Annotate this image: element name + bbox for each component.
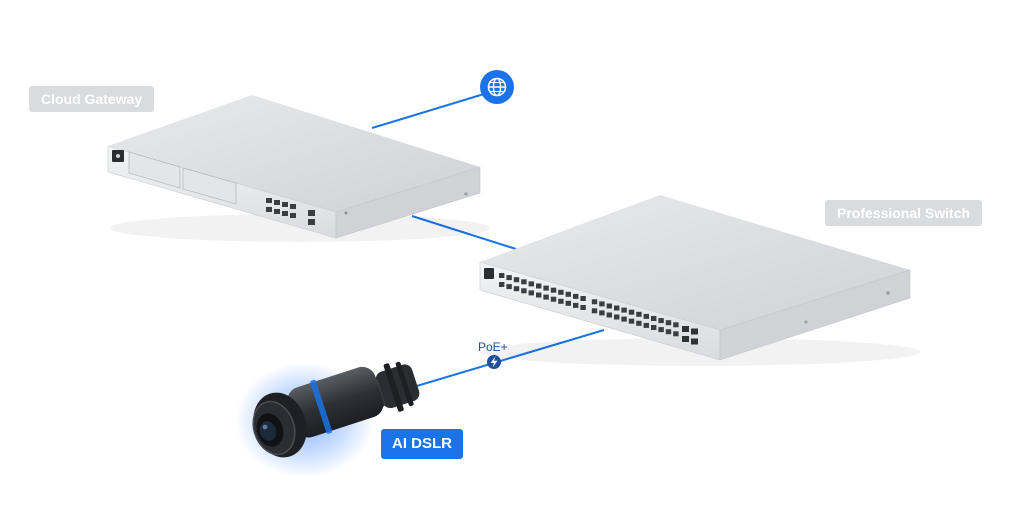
switch-port [621, 316, 627, 322]
switch-port [658, 318, 664, 324]
gateway-to-switch-link [411, 215, 517, 250]
sfp-port [691, 338, 698, 345]
switch-port [651, 316, 657, 321]
globe-icon [480, 70, 514, 104]
switch-port [506, 284, 512, 290]
switch-port [499, 273, 505, 278]
sfp-port [682, 336, 689, 342]
ai-dslr-label: AI DSLR [381, 429, 463, 459]
switch-port [599, 310, 605, 316]
cloud-gateway-label: Cloud Gateway [29, 86, 155, 112]
switch-port [550, 296, 557, 302]
switch-port [543, 285, 549, 291]
professional-switch-device [479, 195, 920, 366]
switch-port [628, 309, 635, 315]
switch-port [573, 302, 579, 308]
switch-port [506, 275, 512, 281]
switch-port [558, 289, 564, 295]
switch-port [651, 325, 657, 330]
switch-port [614, 314, 620, 320]
switch-port [499, 282, 505, 287]
cloud-gateway-device [107, 95, 490, 242]
switch-port [573, 293, 579, 299]
lightning-bolt-icon [487, 355, 501, 369]
switch-port [658, 327, 664, 333]
switch-port [599, 301, 605, 307]
switch-port [536, 292, 542, 298]
switch-port [665, 320, 672, 326]
switch-port [643, 322, 649, 328]
switch-port [628, 318, 635, 324]
switch-port [565, 300, 571, 306]
sfp-port [682, 326, 689, 332]
switch-port [536, 283, 542, 289]
switch-port [665, 329, 672, 335]
switch-port [580, 305, 586, 310]
switch-port [528, 281, 534, 287]
switch-port [558, 298, 564, 304]
switch-port [513, 277, 520, 283]
switch-port [606, 303, 612, 309]
switch-port-array [499, 273, 698, 345]
switch-port [643, 313, 649, 319]
switch-port [591, 299, 598, 305]
sfp-port [691, 328, 698, 335]
gateway-to-internet-link [371, 93, 485, 129]
switch-port [521, 279, 527, 285]
switch-port [565, 291, 571, 297]
switch-port [521, 288, 527, 294]
switch-port [606, 312, 612, 318]
switch-to-camera-poe-link [409, 329, 605, 389]
switch-port [550, 287, 557, 293]
switch-port [621, 307, 627, 313]
switch-port [543, 294, 549, 300]
switch-port [528, 290, 534, 296]
switch-port [513, 286, 520, 292]
switch-port [580, 296, 586, 301]
switch-port [591, 308, 598, 314]
switch-port [636, 320, 642, 326]
professional-switch-label: Professional Switch [825, 200, 983, 226]
switch-port [673, 322, 679, 328]
switch-port [673, 331, 679, 337]
switch-port [614, 305, 620, 311]
poe-label: PoE+ [478, 340, 508, 354]
switch-port [636, 311, 642, 317]
ai-dslr-camera [235, 361, 420, 478]
